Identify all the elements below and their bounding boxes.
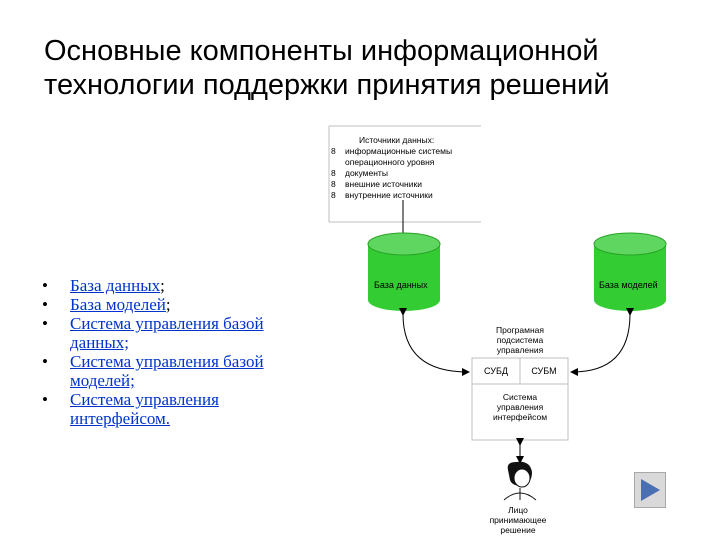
sources-header: Источники данных: [359,135,435,145]
list-item: 8 информационные системы [331,146,452,157]
software-subsystem-box [471,357,569,441]
bullet-link-mbms[interactable]: Система управления базой моделей; [70,352,264,390]
list-item: операционного уровня [331,157,434,168]
source-text: операционного уровня [345,157,435,167]
bullet-link-model-base[interactable]: База моделей [70,295,166,314]
list-item: 8 внешние источники [331,179,422,190]
database-cylinder [367,232,441,311]
data-sources-panel: Источники данных: 8 информационные систем… [329,126,481,222]
software-subsystem-label: Програмная подсистема управления [475,325,565,355]
list-item: •База данных; [42,276,165,295]
list-marker: 8 [331,146,336,156]
mb-mbms-connector [570,307,635,376]
dbms-label: СУБД [484,366,508,376]
list-item: •Система управления базой моделей; [42,352,264,390]
bullet-link-interface[interactable]: Система управления интерфейсом. [70,390,219,428]
source-text: внешние источники [345,179,422,189]
model-base-label: База моделей [599,280,658,290]
title-line-1: Основные компоненты информационной [44,35,599,67]
list-marker: 8 [331,190,336,200]
software-label-line: управления [496,345,544,355]
list-item: •Система управления базой данных; [42,314,264,352]
db-dbms-connector [398,307,470,376]
interface-label-line: Система [502,392,538,402]
bullet-suffix: ; [160,276,165,295]
next-slide-button[interactable] [634,472,666,508]
components-list: •База данных; •База моделей; •Система уп… [40,276,310,428]
mbms-label: СУБМ [531,366,557,376]
interface-system-label: Система управления интерфейсом [472,392,568,422]
list-item: 8 внутренние источники [331,190,433,201]
person-icon [503,461,537,501]
source-text: информационные системы [345,146,453,156]
bullet-suffix: ; [165,295,171,314]
person-label-line: Лицо [508,505,528,515]
title-line-2: технологии поддержки принятия решений [44,69,610,101]
list-item: 8 документы [331,168,388,179]
list-marker: 8 [331,179,336,189]
list-item: •База моделей; [42,295,171,314]
decision-maker-label: Лицо принимающее решение [470,505,566,535]
bullet-link-database[interactable]: База данных [70,276,161,295]
source-text: документы [345,168,388,178]
list-marker: 8 [331,168,336,178]
software-label-line: Програмная [496,325,544,335]
person-label-line: принимающее [489,515,547,525]
slide-title: Основные компоненты информационной техно… [44,34,704,102]
play-triangle-icon [641,479,660,501]
list-item: •Система управления интерфейсом. [42,390,219,428]
database-label: База данных [374,280,428,290]
interface-label-line: интерфейсом [492,412,548,422]
software-label-line: подсистема [496,335,544,345]
interface-label-line: управления [496,402,544,412]
person-label-line: решение [500,525,536,535]
model-base-cylinder [593,232,667,311]
bullet-link-dbms[interactable]: Система управления базой данных; [70,314,264,352]
source-text: внутренние источники [345,190,433,200]
data-sources-box [328,125,481,223]
